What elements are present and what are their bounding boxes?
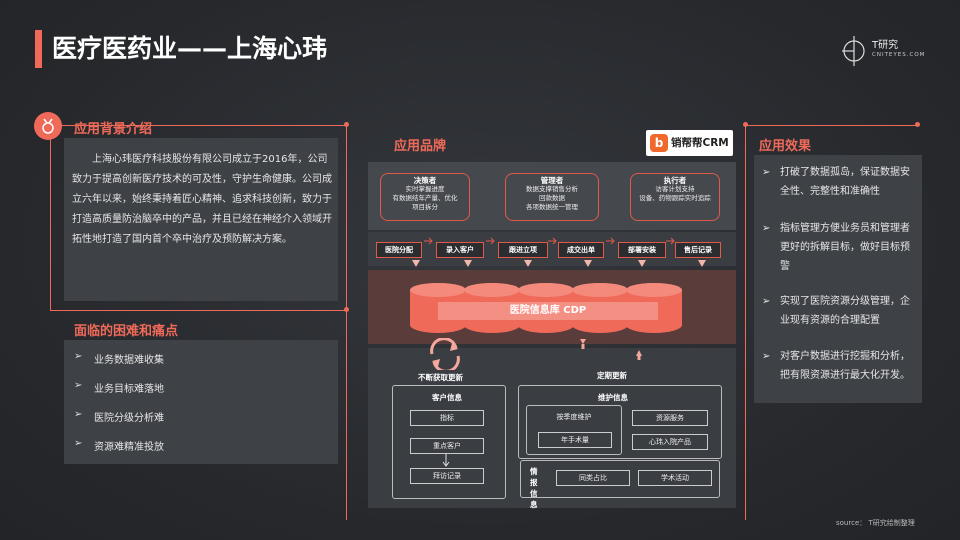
effect-item: ➢实现了医院资源分级管理，企业现有资源的合理配置: [762, 292, 914, 330]
database-cylinder-icon: [464, 283, 520, 333]
page-title: 医疗医药业——上海心玮: [52, 34, 328, 63]
brand-title: 应用品牌: [394, 139, 447, 154]
maintain-inner-box: [526, 405, 622, 455]
step-enter-customer: 录入客户: [436, 242, 484, 258]
intel-info-title: 情报信息: [530, 467, 538, 509]
background-text: 上海心玮医疗科技股份有限公司成立于2016年，公司致力于提高创新医疗技术的可及性…: [72, 154, 332, 245]
source-note: source： T研究绘制整理: [836, 519, 915, 527]
chevron-icon: ➢: [762, 167, 771, 178]
update-arrows-icon: [580, 339, 642, 360]
intel-item: 学术活动: [638, 470, 712, 486]
t-logo-icon: [842, 36, 865, 66]
chevron-icon: ➢: [762, 296, 771, 307]
brand-logo: b 销帮帮CRM: [646, 130, 733, 156]
list-item: ➢医院分级分析难: [74, 409, 164, 424]
database-cylinder-icon: [626, 283, 682, 333]
down-arrows: [412, 260, 706, 267]
divider-line: [50, 125, 51, 310]
step-close-order: 成交出单: [558, 242, 604, 258]
database-cylinder-icon: [410, 283, 466, 333]
medal-icon: [34, 112, 62, 140]
refresh-cycle-icon: [430, 338, 460, 370]
role-manager: 管理者 数据支撑销售分析 回款数据 各项数据统一管理: [505, 173, 599, 221]
connector-dot: [343, 122, 349, 127]
logo-sub: CNITEYES.COM: [872, 52, 926, 58]
divider-line: [745, 125, 917, 126]
divider-line: [745, 125, 746, 520]
maintain-info-box: [518, 385, 722, 459]
customer-info-title: 客户信息: [432, 393, 462, 402]
customer-item: 拜访记录: [410, 468, 484, 484]
effect-panel: [754, 155, 922, 403]
customer-item: 指标: [410, 410, 484, 426]
maintain-item: 资源服务: [632, 410, 708, 426]
chevron-icon: ➢: [74, 438, 83, 449]
database-cylinder-icon: [518, 283, 574, 333]
chevron-icon: ➢: [762, 351, 771, 362]
maintain-item: 心玮入院产品: [632, 434, 708, 450]
step-after-sales: 售后记录: [675, 242, 721, 258]
customer-info-box: [392, 385, 506, 499]
chevron-icon: ➢: [74, 380, 83, 391]
connector-dot: [742, 122, 748, 127]
database-cylinder-icon: [572, 283, 628, 333]
step-hospital-assign: 医院分配: [376, 242, 422, 258]
pain-list: ➢业务数据难收集 ➢业务目标难落地 ➢医院分级分析难 ➢资源难精准投放: [74, 351, 164, 467]
cdp-label: 医院信息库 CDP: [438, 302, 658, 320]
background-panel: [64, 138, 338, 301]
step-follow-project: 跟进立项: [498, 242, 548, 258]
role-executor: 执行者 访客计划支持 设备、药物跟踪实时追踪: [630, 173, 720, 221]
effect-item: ➢对客户数据进行挖掘和分析，把有限资源进行最大化开发。: [762, 347, 914, 385]
step-arrows: [424, 237, 675, 245]
brand-icon: b: [650, 134, 668, 152]
role-decision-maker: 决策者 实时掌握进度 有数据结年产量、优化 项目拆分: [380, 173, 470, 221]
brand-name: 销帮帮CRM: [671, 137, 729, 149]
steps-panel: [368, 232, 736, 266]
pain-panel: [64, 340, 338, 464]
background-title: 应用背景介绍: [74, 122, 153, 137]
divider-line: [50, 310, 346, 311]
cycle-label-left: 不断获取更新: [418, 373, 463, 382]
logo-name: T研究: [872, 40, 899, 51]
logo: T研究 CNITEYES.COM: [842, 36, 942, 66]
step-install: 部署安装: [618, 242, 666, 258]
chevron-icon: ➢: [762, 223, 771, 234]
maintain-item: 按季度维护: [556, 413, 592, 421]
intel-info-box: [520, 460, 720, 498]
connector-dot: [914, 122, 920, 127]
effect-title: 应用效果: [759, 139, 812, 154]
info-panel: [368, 348, 736, 508]
effect-item: ➢打破了数据孤岛，保证数据安全性、完整性和准确性: [762, 163, 914, 201]
divider-line: [346, 125, 347, 520]
chevron-icon: ➢: [74, 409, 83, 420]
list-item: ➢资源难精准投放: [74, 438, 164, 453]
title-accent-bar: [35, 30, 42, 68]
effect-item: ➢指标管理方便业务员和管理者更好的拆解目标，做好目标预警: [762, 219, 914, 276]
cycle-label-right: 定期更新: [597, 371, 627, 380]
chevron-icon: ➢: [74, 351, 83, 362]
customer-item: 重点客户: [410, 438, 484, 454]
maintain-item: 年手术量: [538, 432, 612, 448]
list-item: ➢业务数据难收集: [74, 351, 164, 366]
maintain-info-title: 维护信息: [598, 393, 628, 402]
down-arrow-icon: [442, 453, 450, 467]
pain-title: 面临的困难和痛点: [74, 324, 179, 339]
connector-dot: [343, 307, 349, 312]
divider-line: [40, 125, 346, 126]
intel-item: 同类占比: [556, 470, 630, 486]
list-item: ➢业务目标难落地: [74, 380, 164, 395]
